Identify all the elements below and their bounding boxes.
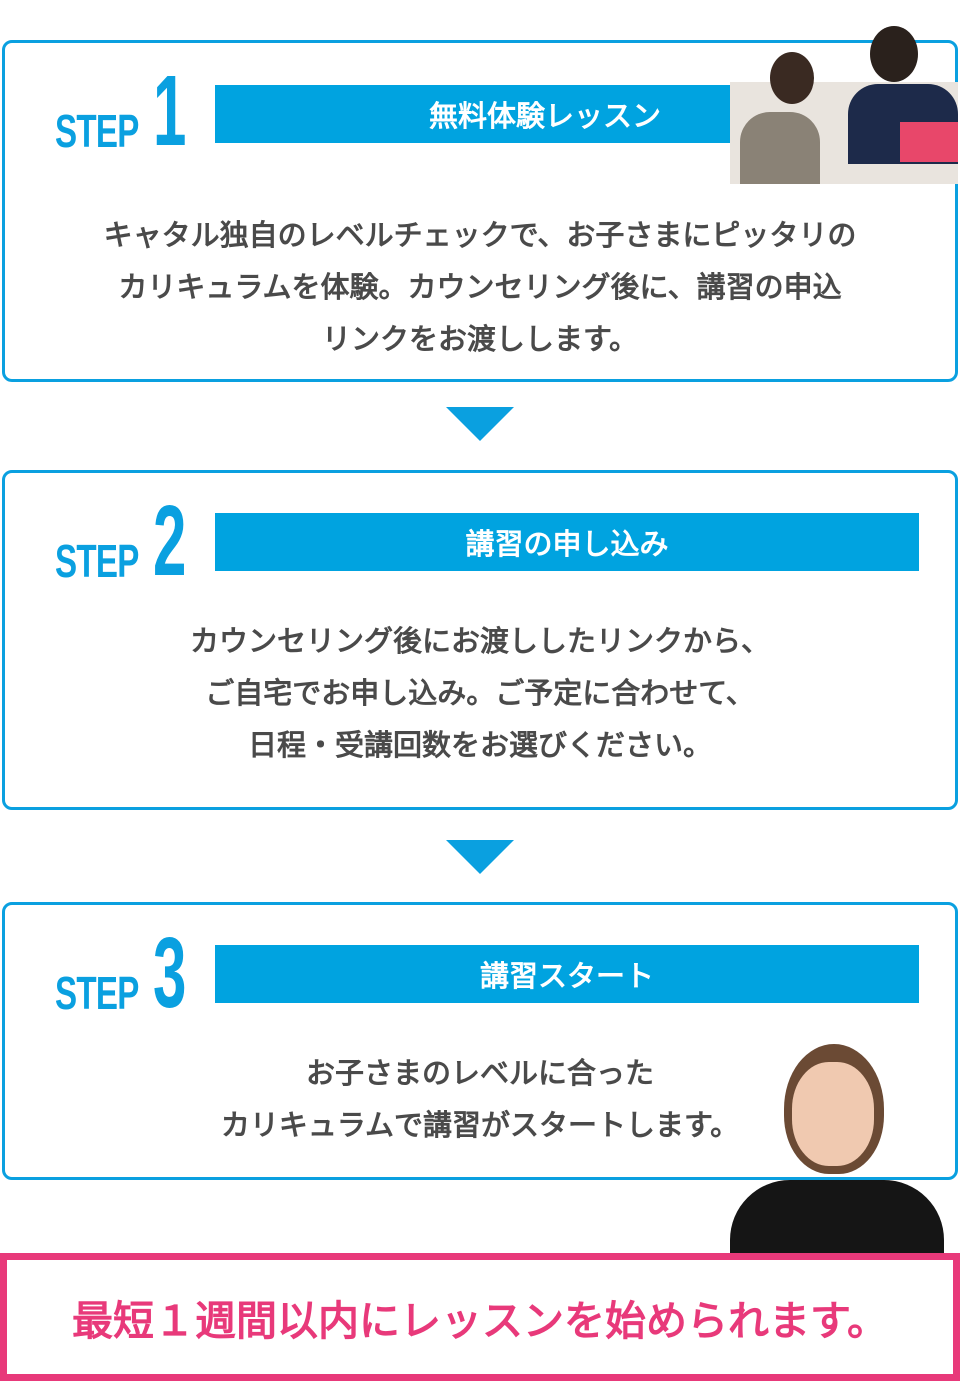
step-title-text: 講習スタート [479,959,654,993]
step-3-title: 講習スタート [215,945,919,1003]
step-number: 3 [153,917,187,1029]
step-word: STEP [55,535,139,587]
arrow-down-icon [446,407,514,441]
step-1-label: STEP 1 [55,55,209,167]
step-title-text: 無料体験レッスン [428,99,661,133]
step-1-description: キャタル独自のレベルチェックで、お子さまにピッタリの カリキュラムを体験。カウン… [103,218,857,356]
step-2-description: カウンセリング後にお渡ししたリンクから、 ご自宅でお申し込み。ご予定に合わせて、… [189,624,770,762]
teacher-photo [730,1040,944,1253]
step-1-title: 無料体験レッスン [215,85,755,143]
step-word: STEP [55,967,139,1019]
step-number: 1 [153,55,187,167]
cta-banner: 最短１週間以内にレッスンを始められます。 [0,1253,960,1381]
step-number: 2 [153,485,187,597]
step-3-description: お子さまのレベルに合った カリキュラムで講習がスタートします。 [220,1056,740,1142]
step-2-title: 講習の申し込み [215,513,919,571]
step-2-label: STEP 2 [55,485,209,597]
step-2-card: STEP 2 講習の申し込み カウンセリング後にお渡ししたリンクから、 ご自宅でお… [2,470,958,810]
step-3-label: STEP 3 [55,917,209,1029]
arrow-down-icon [446,840,514,874]
cta-text: 最短１週間以内にレッスンを始められます。 [72,1297,888,1345]
step-word: STEP [55,105,139,157]
step-title-text: 講習の申し込み [465,527,669,561]
lesson-photo [730,22,958,184]
step-3-card: STEP 3 講習スタート お子さまのレベルに合った カリキュラムで講習がスタート… [2,902,958,1180]
